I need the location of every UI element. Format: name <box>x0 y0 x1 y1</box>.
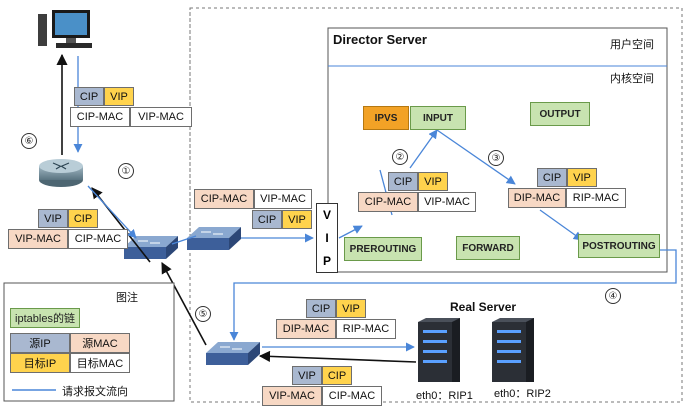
packet-router-src-mac: VIP-MAC <box>8 229 68 249</box>
chain-ipvs: IPVS <box>363 106 409 130</box>
packet-return-src-ip: VIP <box>292 366 322 385</box>
packet-step3-src-ip: CIP <box>537 168 567 187</box>
real-server-1-label: eth0：RIP1 <box>416 390 473 402</box>
vip-interface-box: V I P <box>316 203 338 273</box>
packet-real-src-ip: CIP <box>306 299 336 318</box>
packet-step3-src-mac: DIP-MAC <box>508 188 566 208</box>
packet-return-dst-mac: CIP-MAC <box>322 386 382 406</box>
packet-real-dst-ip: VIP <box>336 299 366 318</box>
packet-real-dst-mac: RIP-MAC <box>336 319 396 339</box>
step-6-marker: ⑥ <box>21 133 37 149</box>
packet-step2-dst-ip: VIP <box>418 172 448 191</box>
packet-client-src-ip: CIP <box>74 87 104 106</box>
switch-1-icon <box>124 236 178 259</box>
chain-output: OUTPUT <box>530 102 590 126</box>
switch-3-icon <box>206 342 260 365</box>
chain-postrouting: POSTROUTING <box>578 234 660 258</box>
chain-input: INPUT <box>410 106 466 130</box>
packet-real-src-mac: DIP-MAC <box>276 319 336 339</box>
packet-client-src-mac: CIP-MAC <box>70 107 130 127</box>
packet-director-dst-ip: VIP <box>282 210 312 229</box>
packet-router-dst-ip: CIP <box>68 209 98 228</box>
client-computer-icon <box>38 10 92 48</box>
step-2-marker: ② <box>392 149 408 165</box>
legend-dst-mac: 目标MAC <box>70 353 130 373</box>
real-server-2-label: eth0：RIP2 <box>494 388 551 400</box>
director-server-box <box>327 27 668 273</box>
vip-letter-p: P <box>322 253 331 268</box>
legend-title: 图注 <box>116 292 138 304</box>
vip-letter-i: I <box>325 230 329 245</box>
packet-router-dst-mac: CIP-MAC <box>68 229 128 249</box>
real-server-1-icon <box>418 318 460 382</box>
packet-director-src-mac: CIP-MAC <box>194 189 254 209</box>
vip-letter-v: V <box>322 208 331 223</box>
step-3-marker: ③ <box>488 150 504 166</box>
packet-router-src-ip: VIP <box>38 209 68 228</box>
packet-step2-src-ip: CIP <box>388 172 418 191</box>
packet-return-dst-ip: CIP <box>322 366 352 385</box>
packet-return-src-mac: VIP-MAC <box>262 386 322 406</box>
legend-chain-item: iptables的链 <box>10 308 80 328</box>
step-4-marker: ④ <box>605 288 621 304</box>
user-space-label: 用户空间 <box>610 39 654 51</box>
packet-step3-dst-ip: VIP <box>567 168 597 187</box>
switch-2-icon <box>187 227 241 250</box>
packet-client-dst-ip: VIP <box>104 87 134 106</box>
real-server-title: Real Server <box>450 300 517 314</box>
packet-director-dst-mac: VIP-MAC <box>254 189 312 209</box>
packet-step3-dst-mac: RIP-MAC <box>566 188 626 208</box>
real-server-2-icon <box>492 318 534 382</box>
chain-forward: FORWARD <box>456 236 520 260</box>
packet-step2-dst-mac: VIP-MAC <box>418 192 476 212</box>
router-icon <box>39 159 83 187</box>
step-5-marker: ⑤ <box>195 306 211 322</box>
legend-dst-ip: 目标IP <box>10 353 70 373</box>
step-1-marker: ① <box>118 163 134 179</box>
legend-src-ip: 源IP <box>10 333 70 353</box>
kernel-space-label: 内核空间 <box>610 73 654 85</box>
director-title: Director Server <box>333 32 427 47</box>
packet-client-dst-mac: VIP-MAC <box>130 107 192 127</box>
chain-prerouting: PREROUTING <box>344 237 422 261</box>
packet-director-src-ip: CIP <box>252 210 282 229</box>
packet-step2-src-mac: CIP-MAC <box>358 192 418 212</box>
legend-flow-label: 请求报文流向 <box>62 386 128 398</box>
legend-src-mac: 源MAC <box>70 333 130 353</box>
